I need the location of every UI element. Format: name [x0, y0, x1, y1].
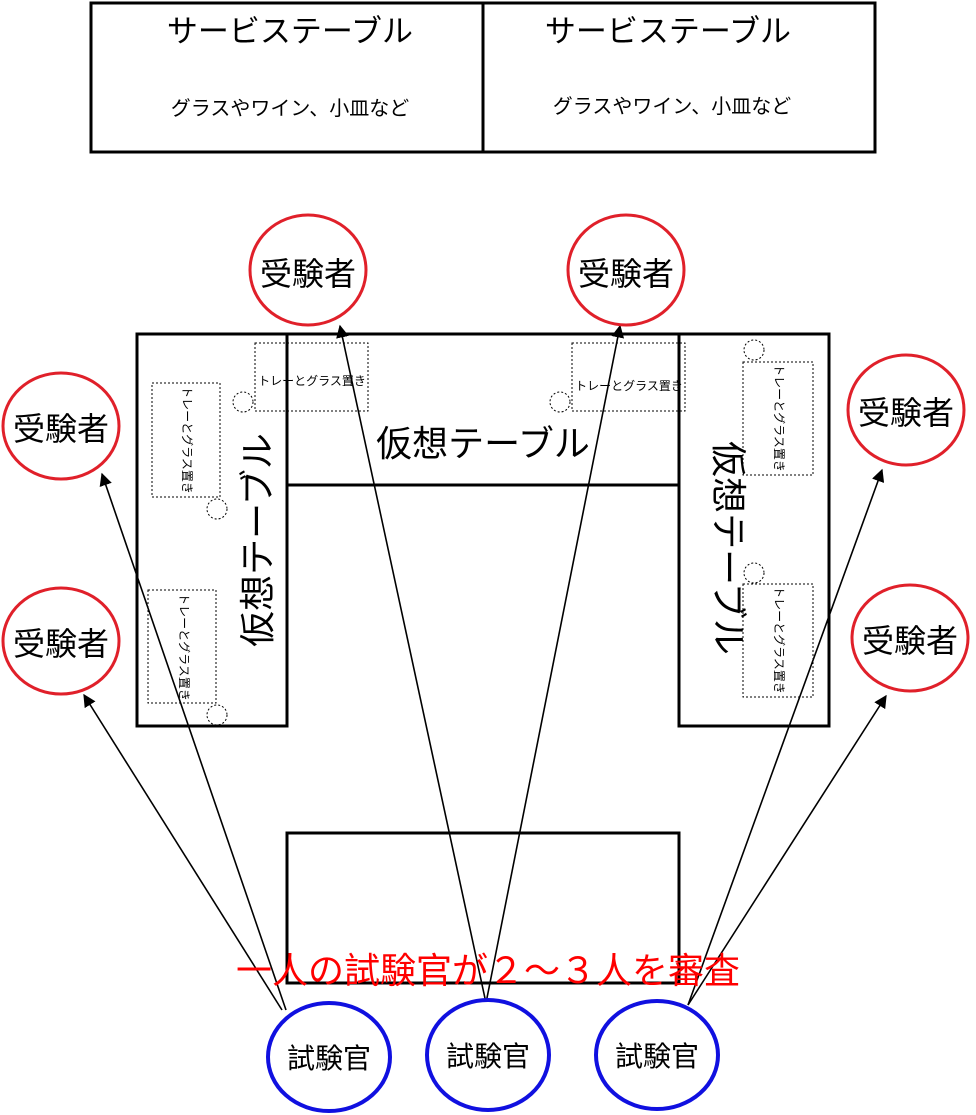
tray-left-upper: トレーとグラス置き — [151, 382, 228, 520]
virtual-table-right-label: 仮想テーブル — [707, 441, 748, 655]
arrow — [687, 694, 887, 1006]
tray-label: トレーとグラス置き — [180, 386, 194, 494]
arrow — [99, 472, 287, 1011]
examinee-label: 受験者 — [862, 622, 958, 660]
virtual-table-left: 仮想テーブル — [135, 332, 289, 728]
tray-top-right: トレーとグラス置き — [549, 342, 686, 413]
service-table-subtitle: グラスやワイン、小皿など — [553, 94, 791, 118]
virtual-table-top-label: 仮想テーブル — [376, 424, 590, 465]
arrow — [485, 324, 625, 1004]
examinee-top-right: 受験者 — [566, 213, 686, 327]
service-table-left: サービステーブル グラスやワイン、小皿など — [89, 1, 485, 154]
examinee-label: 受験者 — [13, 625, 109, 663]
tray-right-upper: トレーとグラス置き — [742, 339, 814, 476]
examiner-left: 試験官 — [266, 1001, 392, 1113]
examinee-right-lower: 受験者 — [850, 583, 970, 693]
examinee-right-upper: 受験者 — [846, 353, 966, 467]
arrow — [687, 468, 885, 1006]
examiner-right: 試験官 — [594, 999, 720, 1111]
examiner-center: 試験官 — [425, 998, 551, 1112]
examinee-left-upper: 受験者 — [1, 371, 121, 481]
assignment-arrows — [83, 324, 887, 1011]
examiner-label: 試験官 — [446, 1040, 530, 1073]
service-table-title: サービステーブル — [167, 14, 413, 50]
examinee-label: 受験者 — [578, 255, 674, 293]
service-table-title: サービステーブル — [545, 14, 791, 50]
tray-left-lower: トレーとグラス置き — [147, 589, 228, 726]
bottom-table — [285, 831, 681, 985]
virtual-table-left-label: 仮想テーブル — [238, 433, 279, 647]
tray-right-lower: トレーとグラス置き — [742, 562, 814, 698]
virtual-table-right: 仮想テーブル — [677, 332, 831, 728]
service-table-right: サービステーブル グラスやワイン、小皿など — [481, 1, 877, 154]
examinee-top-left: 受験者 — [248, 213, 368, 327]
tray-label: トレーとグラス置き — [575, 379, 683, 393]
assignment-note: 一人の試験官が２～３人を審査 — [236, 951, 740, 992]
examiner-label: 試験官 — [287, 1042, 371, 1075]
examinee-label: 受験者 — [260, 255, 356, 293]
tray-label: トレーとグラス置き — [772, 364, 786, 472]
tray-top-left: トレーとグラス置き — [232, 342, 369, 413]
tray-label: トレーとグラス置き — [177, 593, 191, 701]
examinee-label: 受験者 — [13, 410, 109, 448]
examinee-left-lower: 受験者 — [1, 586, 121, 696]
arrow — [83, 693, 283, 1011]
examinee-label: 受験者 — [858, 394, 954, 432]
tray-label: トレーとグラス置き — [772, 586, 786, 694]
arrow — [336, 324, 487, 1004]
service-table-subtitle: グラスやワイン、小皿など — [171, 96, 409, 120]
tray-label: トレーとグラス置き — [258, 374, 366, 388]
examiner-label: 試験官 — [615, 1040, 699, 1073]
